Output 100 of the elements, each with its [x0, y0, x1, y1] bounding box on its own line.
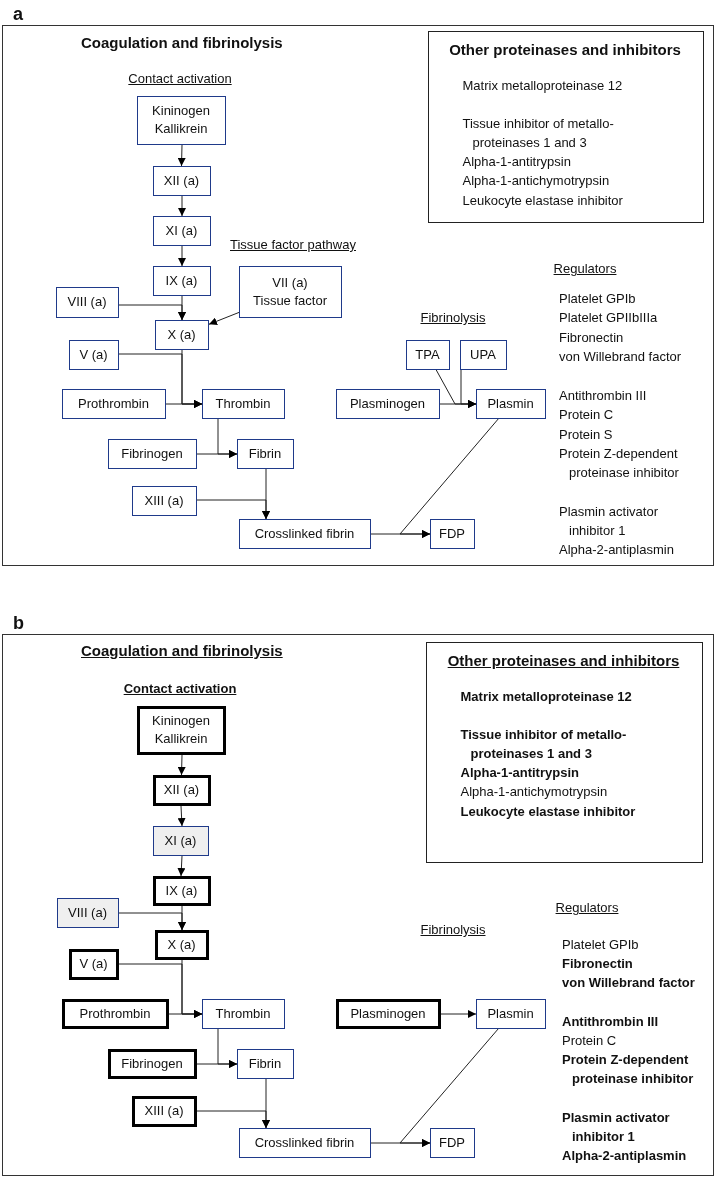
process-box: [68, 339, 119, 370]
process-box: [152, 774, 211, 806]
list-item: Plasmin activator inhibitor 1: [562, 1109, 671, 1146]
box-label: X (a): [167, 325, 196, 344]
process-box: [61, 998, 169, 1029]
process-box: [154, 929, 209, 960]
box-label: V (a): [79, 345, 108, 364]
info-box: [427, 30, 704, 223]
list-item: Alpha-1-antitrypsin: [460, 763, 579, 782]
arrow: [370, 530, 431, 538]
box-label: Fibrin: [248, 1054, 282, 1073]
process-box: [238, 265, 342, 318]
arrow: [178, 195, 186, 217]
process-box: [56, 897, 119, 928]
box-label: Kallikrein: [154, 730, 208, 748]
section-heading: Regulators: [553, 260, 617, 278]
process-box: [335, 998, 441, 1029]
list-item: Protein Z-dependent proteinase inhibitor: [559, 445, 680, 482]
process-box: [107, 438, 197, 469]
process-box: [335, 388, 440, 419]
box-label: Kininogen: [152, 102, 210, 120]
box-label: TPA: [415, 345, 440, 364]
process-box: [152, 165, 211, 196]
box-label: Fibrin: [248, 444, 282, 463]
box-label: Kallikrein: [154, 120, 208, 138]
list-item: Matrix metalloproteinase 12: [460, 687, 632, 706]
process-box: [107, 1048, 197, 1079]
arrow: [177, 144, 186, 167]
list-item: Alpha-2-antiplasmin: [559, 541, 674, 559]
box-label: UPA: [470, 345, 496, 364]
arrow: [208, 311, 240, 326]
list-item: Tissue inhibitor of metallo- proteinases 1 and 3: [460, 725, 628, 763]
list-item: von Willebrand factor: [562, 974, 695, 992]
box-label: Plasminogen: [350, 1004, 426, 1023]
process-box: [131, 1095, 197, 1127]
list-item: Alpha-1-antichymotrypsin: [462, 171, 610, 190]
box-label: Plasmin: [487, 1004, 534, 1023]
panel-heading: Coagulation and fibrinolysis: [81, 641, 283, 660]
process-box: [201, 388, 285, 419]
box-label: Plasmin: [487, 394, 534, 413]
box-label: VIII (a): [68, 903, 107, 922]
box-label: XI (a): [165, 221, 198, 240]
list-item: Antithrombin III: [562, 1013, 659, 1031]
box-label: Thrombin: [215, 1004, 271, 1023]
box-label: FDP: [439, 524, 465, 543]
list-item: Platelet GPIb: [559, 290, 636, 308]
arrow: [177, 855, 186, 877]
list-item: Antithrombin III: [559, 387, 647, 405]
box-label: XIII (a): [144, 491, 184, 510]
arrow: [177, 754, 186, 776]
box-label: Fibrinogen: [121, 444, 183, 463]
list-item: Alpha-2-antiplasmin: [562, 1147, 687, 1165]
list-item: von Willebrand factor: [559, 348, 682, 366]
panel-letter: b: [13, 614, 24, 633]
arrow: [177, 805, 186, 827]
list-item: Leukocyte elastase inhibitor: [462, 191, 623, 210]
panel-heading: Coagulation and fibrinolysis: [81, 33, 283, 52]
list-item: Alpha-1-antitrypsin: [462, 152, 571, 171]
box-label: IX (a): [165, 271, 198, 290]
box-label: Fibrinogen: [121, 1054, 183, 1073]
arrow: [439, 400, 477, 408]
box-label: Thrombin: [215, 394, 271, 413]
box-label: Tissue factor: [253, 291, 327, 310]
process-box: [238, 1127, 371, 1158]
process-box: [152, 875, 211, 906]
box-label: Crosslinked fibrin: [254, 1133, 355, 1152]
list-item: Protein Z-dependent proteinase inhibitor: [562, 1051, 695, 1088]
arrow: [370, 1139, 431, 1147]
box-label: Crosslinked fibrin: [254, 524, 355, 543]
process-box: [68, 948, 119, 980]
process-box: [238, 518, 371, 549]
section-heading: Regulators: [555, 899, 619, 917]
section-heading: Fibrinolysis: [420, 309, 486, 327]
process-box: [152, 825, 209, 856]
process-box: [475, 388, 546, 419]
list-item: Matrix metalloproteinase 12: [462, 76, 623, 95]
arrow: [118, 304, 186, 321]
list-item: Fibronectin: [559, 329, 624, 347]
info-box: [425, 641, 703, 863]
box-label: FDP: [439, 1133, 465, 1152]
list-item: Plasmin activator inhibitor 1: [559, 503, 659, 540]
section-heading: Contact activation: [123, 680, 237, 698]
box-label: Plasminogen: [349, 394, 426, 413]
arrow: [165, 400, 203, 408]
process-box: [429, 518, 475, 549]
box-heading: Other proteinases and inhibitors: [448, 39, 682, 59]
process-box: [136, 95, 226, 145]
list-item: Platelet GPIIbIIIa: [559, 309, 658, 327]
box-label: Prothrombin: [78, 394, 149, 413]
process-box: [459, 339, 507, 370]
process-box: [152, 215, 211, 246]
process-box: [201, 998, 285, 1029]
panel-letter: a: [13, 5, 23, 24]
section-heading: Contact activation: [128, 70, 232, 88]
process-box: [131, 485, 197, 516]
arrow: [118, 912, 186, 931]
list-item: Fibronectin: [562, 955, 633, 973]
process-box: [136, 705, 226, 755]
arrow: [196, 1060, 238, 1068]
box-label: V (a): [79, 955, 108, 973]
